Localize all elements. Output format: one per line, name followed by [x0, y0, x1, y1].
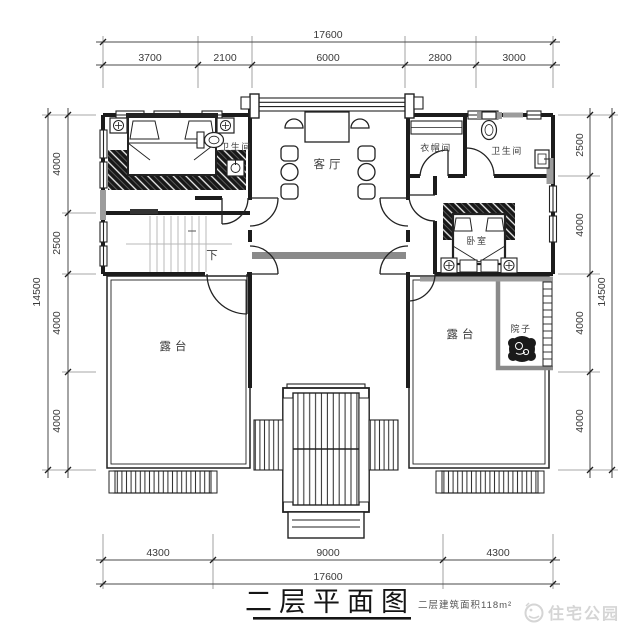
chair-symbol — [280, 183, 299, 200]
chair-symbol — [280, 162, 299, 182]
side-steps-right — [368, 419, 399, 471]
tree-symbol — [508, 336, 536, 362]
dim-top-segment-label: 6000 — [316, 52, 340, 64]
sink-symbol — [226, 159, 245, 177]
watermark: 住宅公园 — [524, 602, 620, 623]
dim-bottom-total-label: 17600 — [313, 571, 342, 583]
sliding-door-band — [252, 252, 406, 259]
railing-left — [108, 470, 218, 494]
dim-left-segment-label: 4000 — [51, 409, 63, 433]
dim-left-segment-label: 4000 — [51, 311, 63, 335]
dim-right-segment-label: 4000 — [574, 213, 586, 237]
room-label-bathroom-right: 卫生间 — [491, 145, 523, 156]
sink-symbol — [534, 149, 550, 169]
dim-left-segment-label: 2500 — [51, 231, 63, 255]
dim-right-segment-label: 2500 — [574, 133, 586, 157]
room-label-terrace-right: 露台 — [447, 327, 478, 341]
room-label-courtyard: 院子 — [510, 323, 531, 334]
chair-symbol — [357, 145, 376, 162]
cloakroom-fixtures — [410, 120, 463, 135]
toilet-symbol — [196, 131, 205, 149]
dim-bottom-segment-label: 4300 — [486, 547, 510, 559]
dimension-labels-bottom: 4300 9000 4300 17600 — [146, 547, 510, 583]
terrace-left-border — [106, 275, 251, 469]
table-symbol — [304, 111, 350, 143]
living-room-furniture — [280, 111, 376, 200]
bathroom-right-fixtures — [477, 111, 550, 169]
railing-right — [435, 470, 545, 494]
room-label-cloakroom: 衣帽间 — [420, 142, 452, 153]
watermark-text: 住宅公园 — [548, 604, 620, 623]
dim-right-total-label: 14500 — [596, 277, 608, 306]
title-underline — [253, 617, 411, 620]
dim-top-total-label: 17600 — [313, 29, 342, 41]
courtyard-fence — [542, 281, 553, 367]
bed-symbol — [440, 212, 518, 274]
dim-top-segment-label: 3000 — [502, 52, 526, 64]
dim-bottom-segment-label: 4300 — [146, 547, 170, 559]
bedroom-right — [440, 203, 518, 274]
drawing-title: 二层平面图 — [245, 587, 415, 617]
room-label-terrace-left: 露台 — [160, 339, 191, 353]
bathroom-left-fixtures — [196, 131, 245, 177]
room-label-bathroom-left: 卫生间 — [220, 141, 252, 152]
dim-right-segment-label: 4000 — [574, 311, 586, 335]
bedroom-left — [108, 113, 246, 190]
dimension-ticks — [44, 38, 616, 588]
chair-symbol — [357, 162, 376, 182]
grand-staircase — [253, 383, 399, 539]
chair-symbol — [280, 145, 299, 162]
doors — [206, 147, 495, 315]
dim-left-segment-label: 4000 — [51, 152, 63, 176]
dim-top-segment-label: 2100 — [213, 52, 237, 64]
chair-symbol — [284, 118, 304, 129]
room-label-living: 客厅 — [314, 157, 345, 171]
title-block: 二层平面图 二层建筑面积118m² — [245, 587, 512, 620]
dim-top-segment-label: 3700 — [138, 52, 162, 64]
drawing-subtitle: 二层建筑面积118m² — [418, 599, 512, 611]
dimension-labels-right: 2500 4000 4000 4000 14500 — [574, 133, 608, 433]
room-labels: 卫生间 客厅 衣帽间 卫生间 下 卧室 露台 露台 院子 — [160, 141, 531, 353]
side-steps-left — [253, 419, 284, 471]
chair-symbol — [357, 183, 376, 200]
chair-symbol — [350, 118, 370, 129]
courtyard-area — [495, 277, 553, 371]
dim-left-total-label: 14500 — [31, 277, 43, 306]
dimension-labels-left: 14500 4000 2500 4000 4000 — [31, 152, 63, 433]
staircase-symbol — [126, 209, 232, 272]
watermark-logo-icon — [524, 602, 544, 623]
dimension-labels-top: 17600 3700 2100 6000 2800 3000 — [138, 29, 526, 64]
room-label-bedroom: 卧室 — [466, 235, 487, 246]
dim-top-segment-label: 2800 — [428, 52, 452, 64]
dimension-lines — [47, 41, 613, 585]
dim-right-segment-label: 4000 — [574, 409, 586, 433]
stair-direction-label: 下 — [206, 250, 222, 262]
toilet-symbol — [477, 111, 502, 141]
dim-bottom-segment-label: 9000 — [316, 547, 340, 559]
